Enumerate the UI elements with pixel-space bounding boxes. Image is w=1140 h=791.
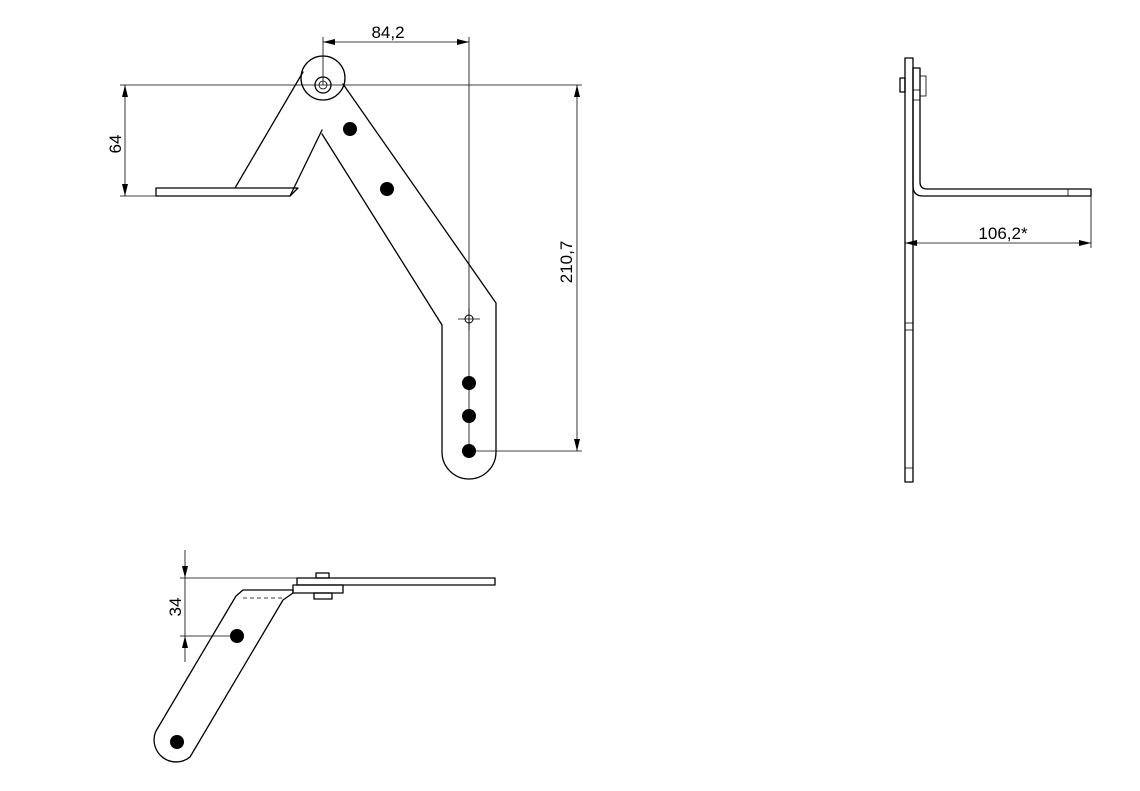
front-dim-64-label: 64 xyxy=(106,135,125,154)
top-washer xyxy=(292,584,344,594)
side-pin-head xyxy=(899,77,906,93)
front-left-foot xyxy=(155,187,299,197)
front-dim-210-7-label: 210,7 xyxy=(557,241,576,284)
front-hole-2 xyxy=(376,178,398,200)
side-bent-bracket xyxy=(912,67,1092,197)
front-dim-84-2: 84,2 xyxy=(322,23,470,451)
side-view xyxy=(899,57,1092,483)
side-dim-106-2-label: 106,2* xyxy=(978,224,1028,243)
top-hole-2 xyxy=(166,731,188,753)
top-pin-cap xyxy=(315,572,330,579)
front-long-arm xyxy=(321,83,497,480)
side-vertical-plate xyxy=(904,57,914,483)
front-view xyxy=(155,55,497,480)
top-dim-34: 34 xyxy=(166,550,297,662)
front-dim-64: 64 xyxy=(106,84,323,197)
front-left-arm xyxy=(234,71,323,197)
top-pin-bottom xyxy=(313,592,333,600)
top-view xyxy=(153,572,496,763)
side-bracket-tab xyxy=(919,75,927,97)
top-angled-arm xyxy=(153,589,294,763)
top-long-plate xyxy=(296,577,496,586)
front-dim-210-7: 210,7 xyxy=(323,84,582,452)
top-dim-34-label: 34 xyxy=(166,598,185,617)
front-hole-1 xyxy=(339,118,361,140)
side-dim-106-2: 106,2* xyxy=(905,196,1092,248)
front-dim-84-2-label: 84,2 xyxy=(371,23,404,42)
